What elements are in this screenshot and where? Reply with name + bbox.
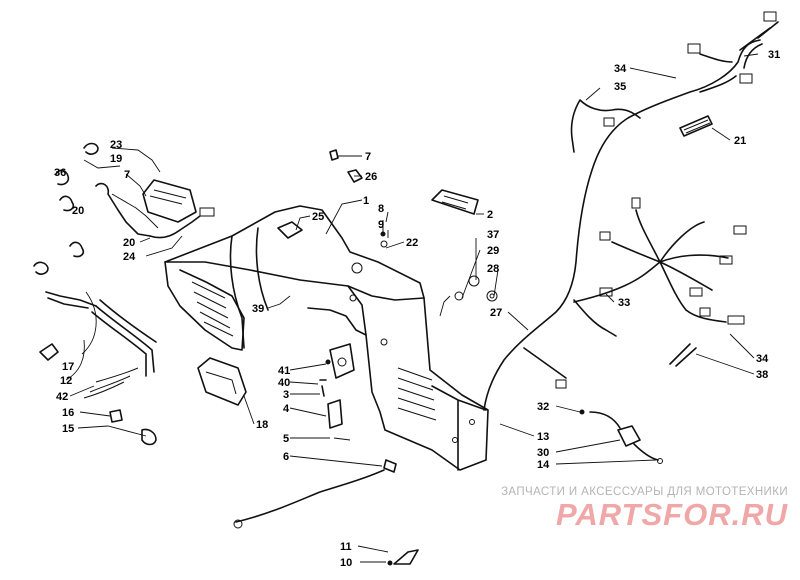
callout-6: 6 — [283, 451, 289, 463]
callout-29: 29 — [487, 245, 499, 257]
heater-element — [679, 115, 713, 137]
callout-labels: 1 2 3 4 5 6 7 7 8 9 10 11 12 13 14 15 16… — [54, 49, 780, 569]
callout-38: 38 — [756, 369, 768, 381]
callout-1: 1 — [363, 195, 369, 207]
callout-19: 19 — [110, 153, 122, 165]
callout-34-right: 34 — [756, 353, 769, 365]
callout-18: 18 — [256, 419, 268, 431]
callout-5: 5 — [283, 433, 289, 445]
callout-21: 21 — [734, 135, 746, 147]
callout-37: 37 — [487, 229, 499, 241]
callout-31: 31 — [768, 49, 780, 61]
wiring-harness — [483, 11, 779, 411]
callout-12: 12 — [60, 375, 72, 387]
callout-11: 11 — [340, 541, 352, 553]
callout-16: 16 — [62, 407, 74, 419]
callout-7-top: 7 — [365, 151, 371, 163]
callout-26: 26 — [365, 171, 377, 183]
callout-8: 8 — [378, 203, 384, 215]
callout-23: 23 — [110, 139, 122, 151]
callout-14: 14 — [537, 459, 550, 471]
callout-30: 30 — [537, 447, 549, 459]
callout-34-top: 34 — [614, 63, 627, 75]
ground-cables — [233, 469, 419, 566]
callout-20-lower: 20 — [123, 237, 135, 249]
lens-bezel — [197, 357, 247, 406]
callout-41: 41 — [278, 365, 290, 377]
callout-24: 24 — [123, 251, 136, 263]
switch-assembly — [579, 409, 663, 464]
leader-lines — [65, 53, 759, 563]
callout-15: 15 — [62, 423, 74, 435]
watermark-caption: ЗАПЧАСТИ И АКСЕССУАРЫ ДЛЯ МОТОТЕХНИКИ — [501, 486, 788, 498]
gauge-panel — [142, 179, 197, 223]
callout-40: 40 — [278, 377, 290, 389]
console-housing — [164, 205, 489, 471]
callout-35: 35 — [614, 81, 626, 93]
callout-22: 22 — [406, 237, 418, 249]
callout-17: 17 — [62, 361, 74, 373]
callout-33: 33 — [618, 297, 630, 309]
callout-27: 27 — [490, 307, 502, 319]
callout-10: 10 — [340, 557, 352, 569]
callout-13: 13 — [537, 431, 549, 443]
callout-9: 9 — [378, 219, 384, 231]
callout-42: 42 — [56, 391, 68, 403]
callout-39: 39 — [252, 303, 264, 315]
left-parts — [33, 142, 215, 446]
callout-7-left: 7 — [124, 169, 130, 181]
callout-36: 36 — [54, 167, 66, 179]
callout-32: 32 — [537, 401, 549, 413]
watermark-logo: PARTSFOR.RU — [555, 497, 788, 532]
callout-4: 4 — [283, 403, 290, 415]
callout-25: 25 — [312, 211, 324, 223]
callout-2: 2 — [487, 209, 493, 221]
cover-plate — [431, 189, 479, 215]
callout-3: 3 — [283, 389, 289, 401]
callout-28: 28 — [487, 263, 499, 275]
callout-20-upper: 20 — [72, 205, 84, 217]
fasteners — [277, 149, 498, 473]
